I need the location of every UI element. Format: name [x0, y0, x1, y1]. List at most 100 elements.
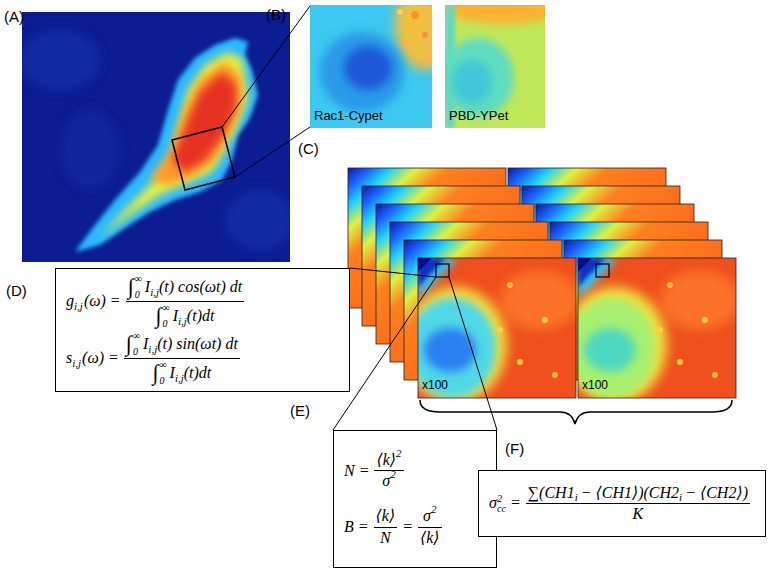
illustration-part: [344, 46, 392, 90]
illustration-part: [542, 317, 548, 323]
zoom-line: [222, 6, 310, 127]
illustration-part: [712, 372, 718, 378]
leader-line: [449, 277, 497, 430]
equation-term: σ: [382, 472, 390, 490]
equation-term: ∞: [135, 274, 142, 284]
illustration-part: [425, 57, 431, 63]
fraction: ⟨k⟩2σ2: [374, 450, 403, 492]
equation-box: gi,j(ω) =∫∞0Ii,j(t) cos(ωt) dt∫∞0Ii,j(t)…: [55, 268, 350, 392]
illustration-part: [445, 38, 514, 118]
equation-box: σ2cc=∑(CH1i− ⟨CH1⟩)(CH2i− ⟨CH2⟩)K: [478, 470, 766, 537]
equation-term: ⟨k⟩: [376, 507, 396, 525]
equation-term: i,j: [72, 357, 81, 370]
equation-term: ∫: [155, 305, 161, 327]
denominator: σ2: [374, 470, 403, 491]
equation-term: i: [575, 491, 578, 504]
equation-term: (t)dt: [184, 364, 212, 382]
illustration-part: [517, 359, 523, 365]
illustration-part: [397, 9, 403, 15]
fraction: ⟨k⟩ N: [374, 506, 398, 548]
numerator: ∫∞0Ii,j(t) cos(ωt) dt: [126, 273, 245, 301]
illustration-part: [677, 359, 683, 365]
channel-label: Rac1-Cypet: [314, 108, 383, 124]
cell-image: [22, 12, 290, 262]
equation-term: σ: [423, 507, 431, 525]
equation-term: =: [510, 494, 521, 512]
equation-term: ∞: [163, 303, 170, 313]
equation-term: I: [143, 335, 148, 353]
equation-term: 2: [431, 503, 437, 516]
illustration-part: [507, 282, 513, 288]
denominator: ∫∞0Ii,j(t)dt: [124, 358, 240, 387]
equation-term: I: [173, 307, 178, 325]
numerator: ∫∞0Ii,j(t) sin(ωt) dt: [124, 330, 240, 358]
equation-term: (t) sin(ωt) dt: [157, 335, 238, 353]
panel-letter: (D): [6, 282, 27, 300]
illustration-part: [596, 264, 609, 277]
illustration-part: [150, 62, 242, 185]
image-stack: [348, 168, 580, 403]
equation-term: i,j: [74, 300, 83, 313]
equation-row: B =⟨k⟩N=σ2⟨k⟩: [344, 506, 447, 548]
equation-box: N =⟨k⟩2σ2B =⟨k⟩N=σ2⟨k⟩: [333, 430, 497, 568]
illustration-part: [702, 317, 708, 323]
illustration-part: [578, 258, 736, 398]
equation-term: ∞: [133, 331, 140, 341]
integral: ∫∞ 0: [155, 303, 169, 329]
equation-term: =: [402, 518, 413, 536]
denominator: N: [374, 527, 398, 548]
equation-term: N: [380, 529, 391, 547]
illustration-part: [660, 270, 736, 330]
equation-row: gi,j(ω) =∫∞0Ii,j(t) cos(ωt) dt∫∞0Ii,j(t)…: [66, 273, 249, 330]
numerator: ∑(CH1i− ⟨CH1⟩)(CH2i− ⟨CH2⟩): [526, 483, 750, 503]
equation-term: 0: [163, 319, 170, 329]
frame-count: x100: [422, 378, 448, 392]
panel-letter: (B): [266, 6, 286, 24]
equation-term: 0: [135, 290, 142, 300]
illustration-part: [418, 298, 496, 398]
equation-term: (t) cos(ωt) dt: [159, 278, 242, 296]
illustration-part: [578, 258, 592, 272]
illustration-part: [578, 258, 606, 287]
panel-letter: (C): [298, 140, 319, 158]
illustration-part: [100, 52, 248, 238]
equation-term: I: [145, 278, 150, 296]
illustration-part: [500, 270, 576, 330]
panel-letter: (F): [505, 440, 524, 458]
illustration-part: [75, 38, 258, 252]
equation-term: K: [633, 505, 644, 523]
equation-term: ∫: [128, 276, 134, 298]
integral-limits: ∞0: [159, 360, 166, 386]
channel-label: PBD-YPet: [449, 108, 508, 124]
equation-row: σ2cc=∑(CH1i− ⟨CH1⟩)(CH2i− ⟨CH2⟩)K: [489, 483, 755, 525]
equation-term: (ω) =: [84, 292, 121, 310]
equation-term: 2: [390, 468, 396, 481]
denominator: ∫∞0Ii,j(t)dt: [126, 301, 245, 330]
cypet-image: [310, 5, 432, 128]
illustration-part: [584, 328, 636, 372]
leader-line: [350, 268, 436, 277]
equation-term: g: [66, 292, 74, 310]
equation-term: − ⟨CH2⟩): [685, 484, 748, 502]
illustration-part: [445, 5, 545, 24]
equation-term: N =: [344, 462, 369, 480]
equation-term: 2: [497, 494, 506, 504]
illustration-part: [578, 258, 736, 398]
illustration-part: [578, 287, 667, 398]
numerator: ⟨k⟩: [374, 506, 398, 526]
illustration-part: [424, 328, 476, 372]
equation-term: σ: [489, 494, 497, 512]
equation-row: N = ⟨k⟩2σ2: [344, 450, 409, 492]
illustration-part: [418, 258, 576, 398]
fraction: σ2 ⟨k⟩: [418, 506, 442, 548]
illustration-part: [452, 60, 492, 104]
integral: ∫∞ 0: [128, 274, 142, 300]
integral-limits: ∞0: [133, 331, 140, 357]
equation-term: i,j: [148, 343, 157, 356]
equation-term: ⟨k⟩: [420, 529, 440, 547]
illustration-part: [578, 298, 656, 398]
equation-term: i: [679, 491, 682, 504]
panel-letter: (E): [290, 402, 310, 420]
illustration-part: [657, 327, 663, 333]
